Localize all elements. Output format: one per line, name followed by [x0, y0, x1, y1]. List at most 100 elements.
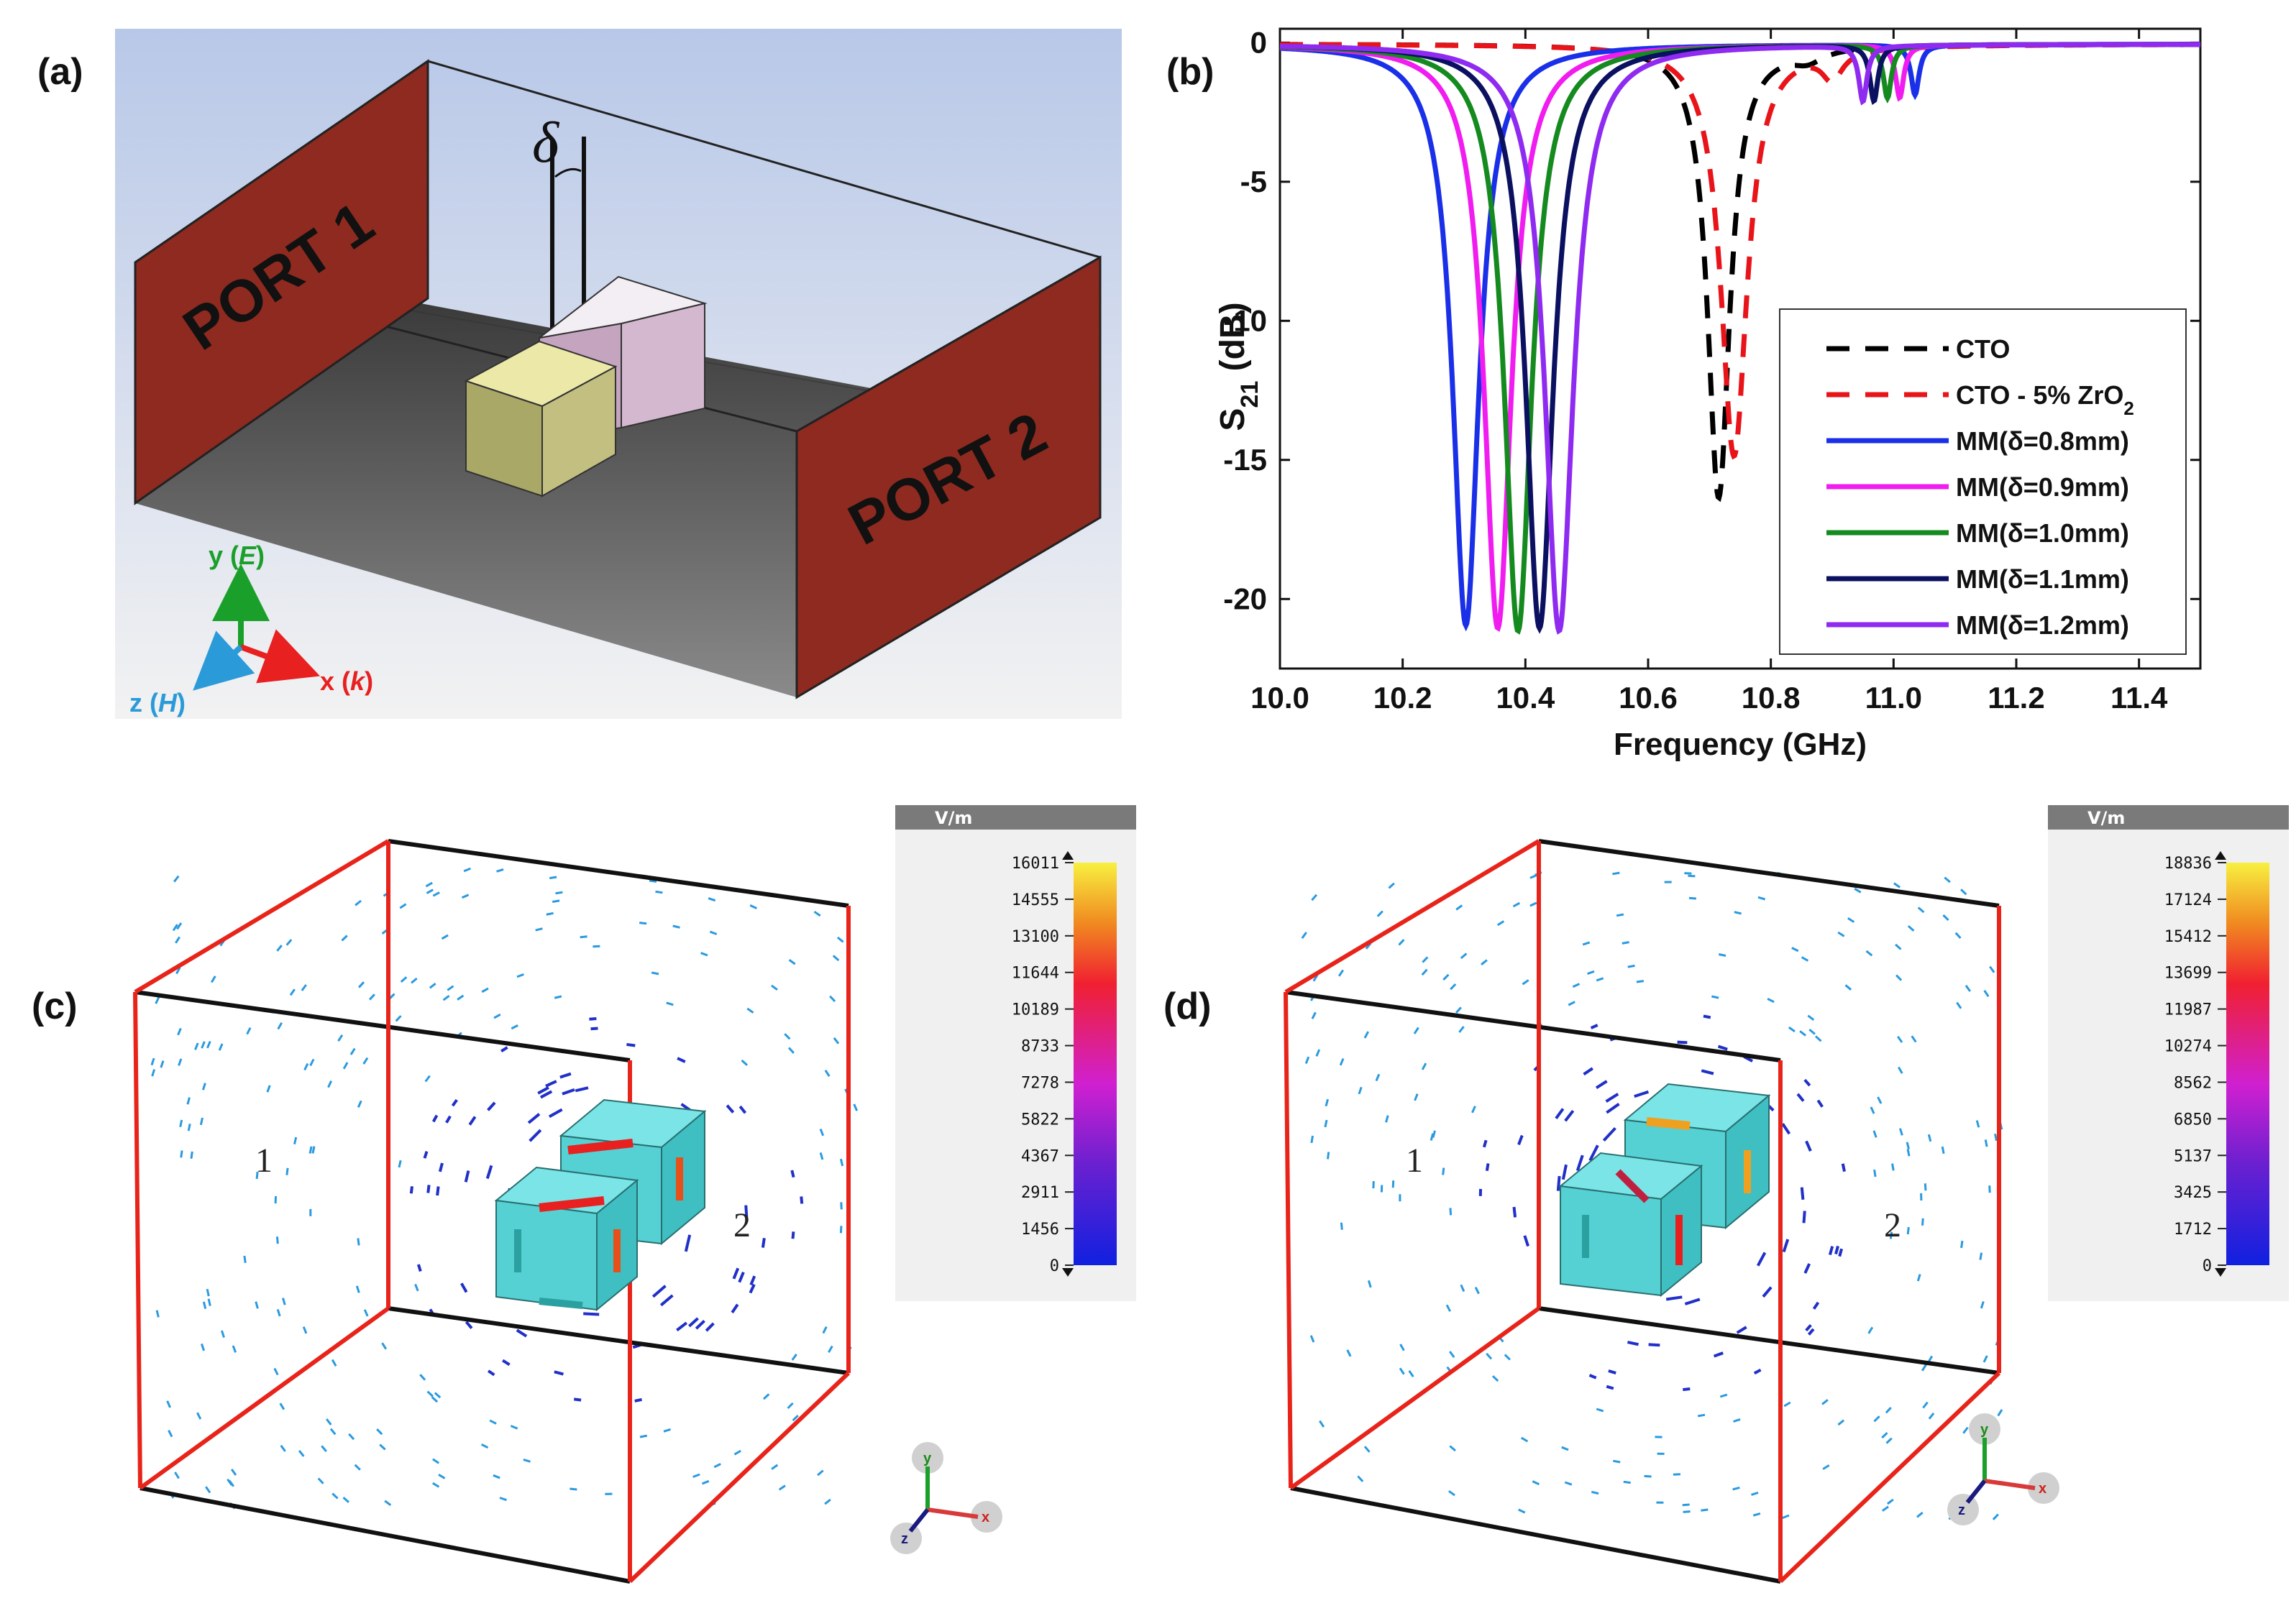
cube-edge — [1290, 1486, 1781, 1584]
field-vector — [523, 1458, 531, 1463]
field-vector — [337, 1034, 344, 1042]
field-vector — [559, 1072, 572, 1079]
field-vector — [419, 1374, 426, 1381]
field-vector — [562, 1088, 575, 1096]
colorbar-d: V/m 188361712415412136991198710274856268… — [2048, 805, 2289, 1301]
field-vector — [381, 1342, 388, 1350]
region-1-label: 1 — [1406, 1142, 1423, 1180]
field-vector — [1837, 1419, 1845, 1426]
colorbar-tick-label: 6850 — [2174, 1111, 2212, 1129]
field-vector — [1367, 1280, 1372, 1288]
field-vector — [1627, 1341, 1639, 1346]
field-vector — [1596, 977, 1604, 982]
field-vector — [1984, 1139, 1988, 1147]
colorbar-d-gradient — [2226, 863, 2269, 1265]
field-vector — [1921, 1364, 1927, 1372]
field-vector — [232, 1345, 237, 1353]
field-vector — [1684, 872, 1692, 875]
field-vector — [516, 973, 524, 978]
colorbar-tick-label: 4367 — [1021, 1147, 1059, 1165]
field-vector — [771, 1464, 779, 1470]
colorbar-max-marker — [2215, 851, 2226, 860]
field-vector — [395, 1015, 402, 1022]
field-vector — [1834, 1245, 1839, 1255]
field-vector — [1867, 1326, 1874, 1334]
field-vector — [1588, 1144, 1599, 1162]
field-vector — [457, 994, 465, 1001]
field-vector — [1627, 964, 1635, 968]
field-vector — [285, 1167, 289, 1175]
field-vector — [496, 868, 504, 873]
field-vector — [1757, 896, 1766, 901]
field-vector — [738, 1105, 747, 1114]
field-vector — [651, 971, 659, 975]
field-vector — [282, 1298, 286, 1305]
x-tick-label: 11.0 — [1865, 681, 1922, 715]
colorbar-tick-label: 8562 — [2174, 1074, 2212, 1092]
field-vector — [429, 983, 436, 989]
field-vector — [1752, 1512, 1761, 1517]
cube-edge-red — [628, 1371, 851, 1584]
field-vector — [1486, 1352, 1493, 1360]
field-vector — [1956, 1001, 1962, 1009]
field-vector — [1881, 1432, 1888, 1439]
colorbar-tick-label: 10274 — [2164, 1038, 2212, 1056]
field-vector — [493, 1013, 501, 1019]
field-vector — [174, 1472, 180, 1479]
field-vector — [201, 1083, 206, 1091]
field-vector — [800, 1196, 804, 1204]
field-vector — [1701, 1069, 1714, 1075]
axis-triad-d: x y z — [1947, 1413, 2059, 1525]
field-vector — [205, 1486, 211, 1494]
field-vector — [1315, 1049, 1321, 1057]
field-vector — [1337, 969, 1345, 977]
field-vector — [1921, 1218, 1924, 1226]
field-vector — [626, 1042, 636, 1047]
field-vector — [441, 934, 449, 940]
field-vector — [1309, 1335, 1315, 1343]
axis-z-label: z (H) — [129, 688, 186, 717]
field-vector — [1319, 1420, 1325, 1428]
colorbar-tick-label: 3425 — [2174, 1184, 2212, 1202]
field-vector — [1815, 1035, 1822, 1042]
field-vector — [481, 987, 489, 993]
field-vector — [1449, 1445, 1456, 1452]
field-vector — [275, 1236, 279, 1244]
field-vector — [465, 1321, 473, 1329]
field-vector — [787, 1047, 795, 1054]
field-vector — [1304, 1056, 1310, 1065]
field-vector — [1788, 1026, 1796, 1033]
field-vector — [655, 890, 663, 894]
cube-edge — [1538, 1306, 2000, 1375]
field-vector — [829, 995, 836, 1003]
field-vector — [1954, 932, 1962, 940]
field-vector — [175, 936, 180, 944]
field-vector — [487, 1101, 496, 1111]
field-vector — [651, 1285, 667, 1298]
field-vector — [285, 939, 293, 946]
field-vector — [485, 1165, 493, 1180]
field-vector — [1960, 889, 1967, 896]
field-vector — [349, 1047, 356, 1055]
colorbar-tick-label: 5822 — [1021, 1111, 1059, 1129]
x-tick-label: 10.2 — [1373, 681, 1432, 715]
field-vector — [1460, 952, 1468, 960]
field-vector — [836, 936, 844, 943]
cube-edge — [140, 1486, 631, 1584]
field-vector — [1736, 1326, 1747, 1334]
field-vector — [1886, 1498, 1894, 1505]
field-vector — [425, 881, 433, 888]
delta-symbol: δ — [532, 111, 560, 175]
field-vector — [1385, 1115, 1389, 1123]
colorbar-tick-label: 1456 — [1021, 1221, 1059, 1239]
cube-edge-red — [139, 1306, 390, 1490]
field-vector — [348, 1433, 355, 1441]
field-vector — [409, 1186, 413, 1194]
field-vector — [692, 1473, 700, 1478]
field-vector — [379, 1443, 386, 1451]
field-vector — [791, 1353, 797, 1361]
field-vector — [357, 1100, 362, 1108]
field-vector — [1703, 1014, 1711, 1019]
field-vector — [468, 1116, 477, 1126]
field-vector — [1897, 1035, 1903, 1043]
